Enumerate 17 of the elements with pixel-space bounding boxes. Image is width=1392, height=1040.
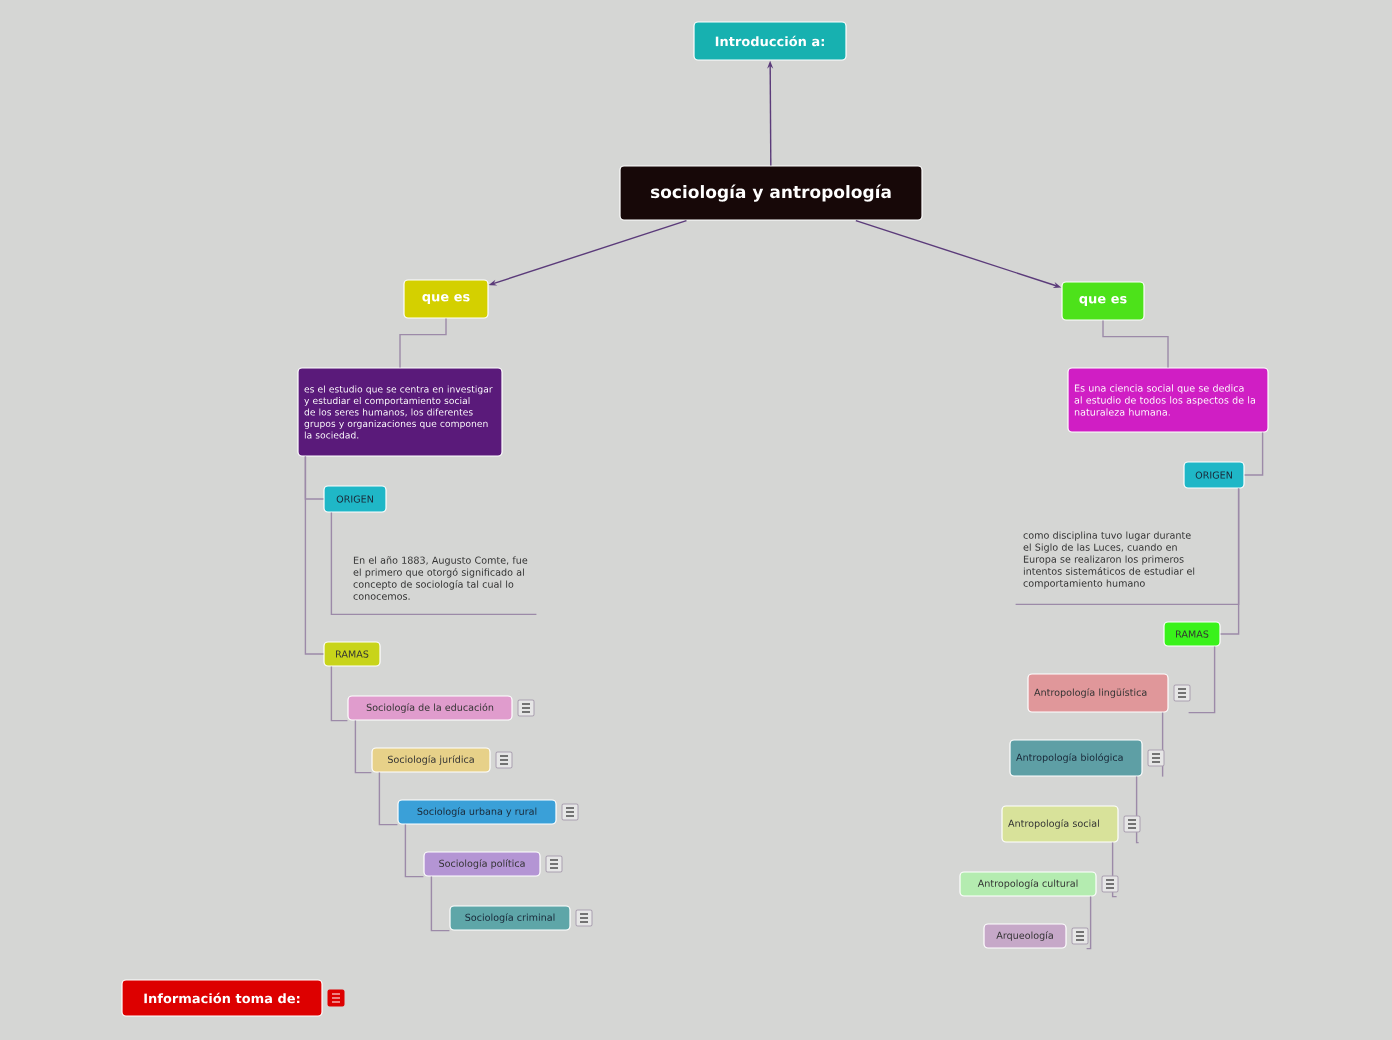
- connector-line: [1085, 895, 1092, 950]
- connector-line: [404, 823, 425, 878]
- connector-line: [304, 455, 325, 655]
- connector-line: [1161, 711, 1164, 778]
- connector-line: [1187, 645, 1216, 714]
- connector-line: [1219, 487, 1240, 635]
- central-topic-box: sociología y antropología: [619, 165, 923, 221]
- connector-line: [1111, 841, 1118, 898]
- connector-line: [330, 665, 349, 722]
- connector-line: [430, 875, 451, 932]
- connector-line: [330, 511, 538, 616]
- connector-line: [399, 317, 447, 369]
- connector-line: [378, 771, 399, 826]
- connector-line: [1243, 431, 1264, 476]
- connector-line: [1135, 775, 1140, 844]
- connector-line: [1102, 319, 1169, 369]
- connector-line: [354, 719, 373, 774]
